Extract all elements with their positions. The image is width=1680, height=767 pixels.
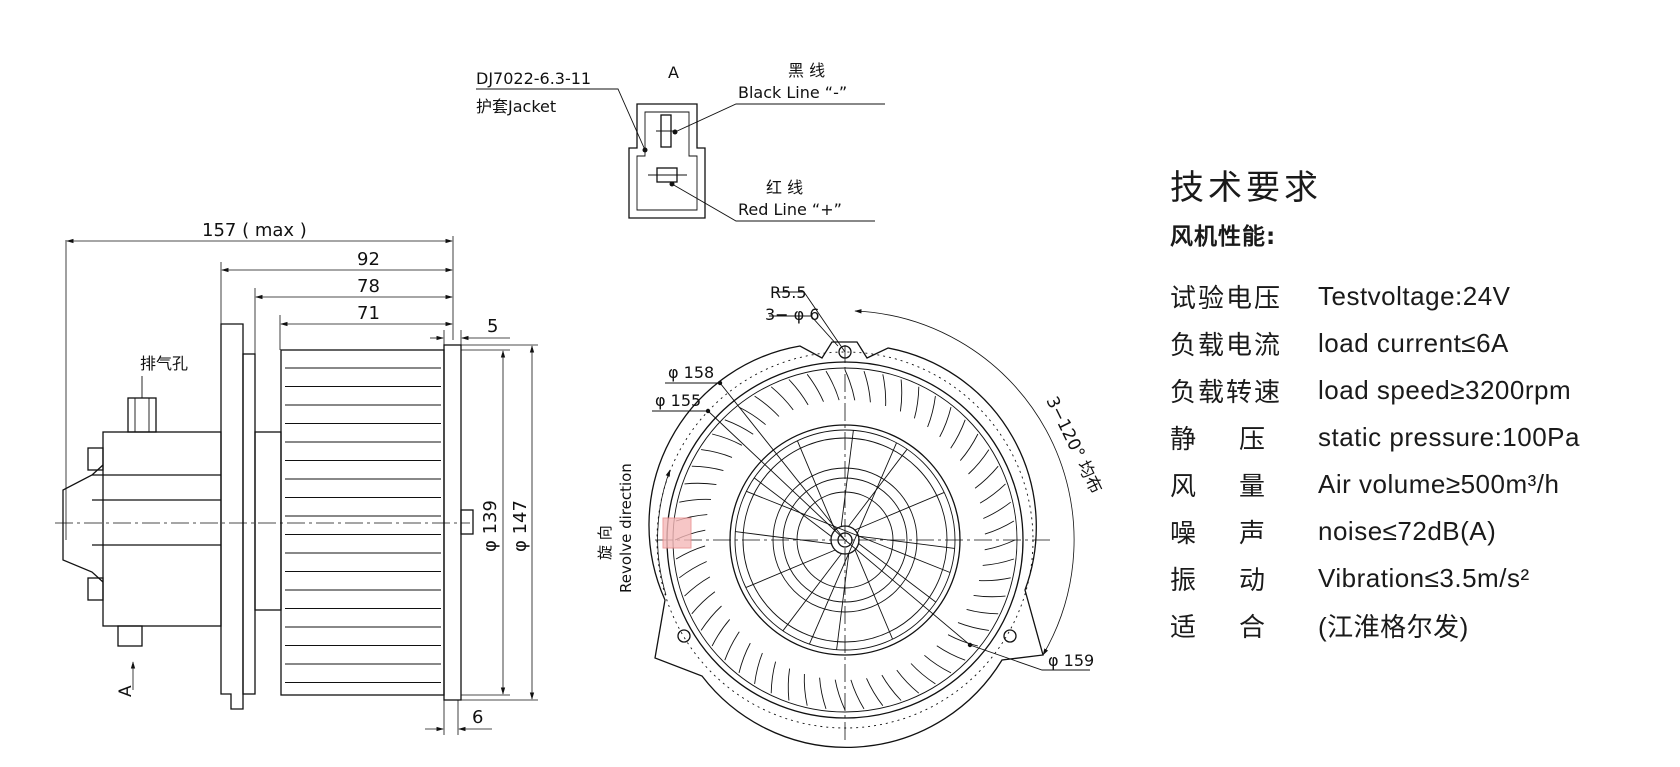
revolve-arrow bbox=[657, 469, 671, 596]
revolve-cn-label: 旋 向 bbox=[596, 525, 614, 560]
mounting-hole-top bbox=[838, 345, 852, 359]
vent-hole-label: 排气孔 bbox=[140, 354, 188, 373]
dim-157-max: 157 ( max ) bbox=[202, 220, 307, 241]
technical-drawing: DJ7022-6.3-11 护套Jacket A 黑 线 Black Line … bbox=[55, 61, 1106, 749]
spec-row: 负载电流 load current≤6A bbox=[1170, 320, 1670, 367]
spec-title: 技术要求 bbox=[1170, 168, 1322, 208]
spec-label: 负载电流 bbox=[1170, 331, 1283, 361]
dia-159: φ 159 bbox=[1048, 651, 1094, 670]
front-view: R5.5 3− φ 6 φ 158 φ 155 φ 159 3−120° 均布 … bbox=[596, 283, 1106, 749]
dim-71: 71 bbox=[357, 303, 380, 324]
spec-row: 振 动 Vibration≤3.5m/s² bbox=[1170, 555, 1670, 602]
impeller-back-plate bbox=[443, 344, 462, 701]
radius-r5-5: R5.5 bbox=[770, 283, 807, 302]
spec-row: 适 合 (江淮格尔发) bbox=[1170, 602, 1670, 649]
dim-78: 78 bbox=[357, 276, 380, 297]
fan-housing-outline bbox=[648, 341, 1044, 749]
spec-label: 静 压 bbox=[1170, 425, 1268, 455]
impeller-wheel bbox=[280, 349, 445, 696]
vent-pipe bbox=[127, 397, 157, 433]
connector-jacket-label: 护套Jacket bbox=[476, 97, 556, 116]
spec-row: 负载转速 load speed≥3200rpm bbox=[1170, 367, 1670, 414]
angle-arc bbox=[854, 309, 1075, 656]
spec-row: 试验电压 Testvoltage:24V bbox=[1170, 273, 1670, 320]
motor-body bbox=[102, 431, 222, 627]
spec-value: static pressure:100Pa bbox=[1318, 422, 1580, 452]
red-line-cn-label: 红 线 bbox=[766, 178, 803, 197]
spec-value: load current≤6A bbox=[1318, 328, 1509, 358]
spec-value: Air volume≥500m³/h bbox=[1318, 469, 1560, 499]
red-line-en-label: Red Line “+” bbox=[738, 200, 842, 219]
spec-subtitle: 风机性能: bbox=[1170, 224, 1277, 250]
dia-155: φ 155 bbox=[655, 391, 701, 410]
dim-92: 92 bbox=[357, 249, 380, 270]
mounting-flange bbox=[220, 323, 244, 710]
spec-label: 风 量 bbox=[1170, 472, 1268, 502]
spec-panel: 技术要求 风机性能: 试验电压 Testvoltage:24V 负载电流 load c… bbox=[1170, 160, 1670, 649]
motor-lead-stub bbox=[117, 625, 143, 647]
spec-value: Vibration≤3.5m/s² bbox=[1318, 563, 1530, 593]
spec-label: 试验电压 bbox=[1170, 284, 1283, 314]
view-arrow-a: A bbox=[116, 685, 136, 697]
holes-3-phi6: 3− φ 6 bbox=[765, 305, 820, 324]
spec-label: 适 合 bbox=[1170, 613, 1268, 643]
spec-row: 风 量 Air volume≥500m³/h bbox=[1170, 461, 1670, 508]
connector-view-letter: A bbox=[668, 63, 679, 82]
angle-3x120-label: 3−120° 均布 bbox=[1042, 393, 1106, 497]
spec-value: (江淮格尔发) bbox=[1318, 612, 1469, 642]
side-view: 排气孔 157 ( max ) 92 78 71 5 bbox=[55, 220, 538, 735]
dim-6: 6 bbox=[472, 707, 483, 728]
spec-row: 噪 声 noise≤72dB(A) bbox=[1170, 508, 1670, 555]
connector-housing-inner bbox=[636, 111, 698, 211]
connector-part-number: DJ7022-6.3-11 bbox=[476, 69, 591, 88]
connector-housing-outline bbox=[628, 103, 706, 219]
spec-label: 负载转速 bbox=[1170, 378, 1283, 408]
spec-value: Testvoltage:24V bbox=[1318, 281, 1511, 311]
revolve-en-label: Revolve direction bbox=[617, 463, 635, 593]
dia-158: φ 158 bbox=[668, 363, 714, 382]
motor-end-cap bbox=[62, 464, 104, 583]
connector-view: DJ7022-6.3-11 护套Jacket A 黑 线 Black Line … bbox=[476, 61, 885, 222]
black-line-en-label: Black Line “-” bbox=[738, 83, 847, 102]
mounting-hole-right bbox=[1003, 629, 1017, 643]
dim-5: 5 bbox=[487, 316, 498, 337]
spec-label: 噪 声 bbox=[1170, 519, 1268, 549]
spec-value: noise≤72dB(A) bbox=[1318, 516, 1497, 546]
highlight-marker bbox=[662, 517, 692, 549]
spec-value: load speed≥3200rpm bbox=[1318, 375, 1572, 405]
dia-139: φ 139 bbox=[480, 500, 501, 552]
dia-147: φ 147 bbox=[510, 500, 531, 552]
spec-row: 静 压 static pressure:100Pa bbox=[1170, 414, 1670, 461]
spec-label: 振 动 bbox=[1170, 566, 1268, 596]
mounting-hole-left bbox=[677, 629, 691, 643]
black-line-cn-label: 黑 线 bbox=[788, 61, 825, 80]
